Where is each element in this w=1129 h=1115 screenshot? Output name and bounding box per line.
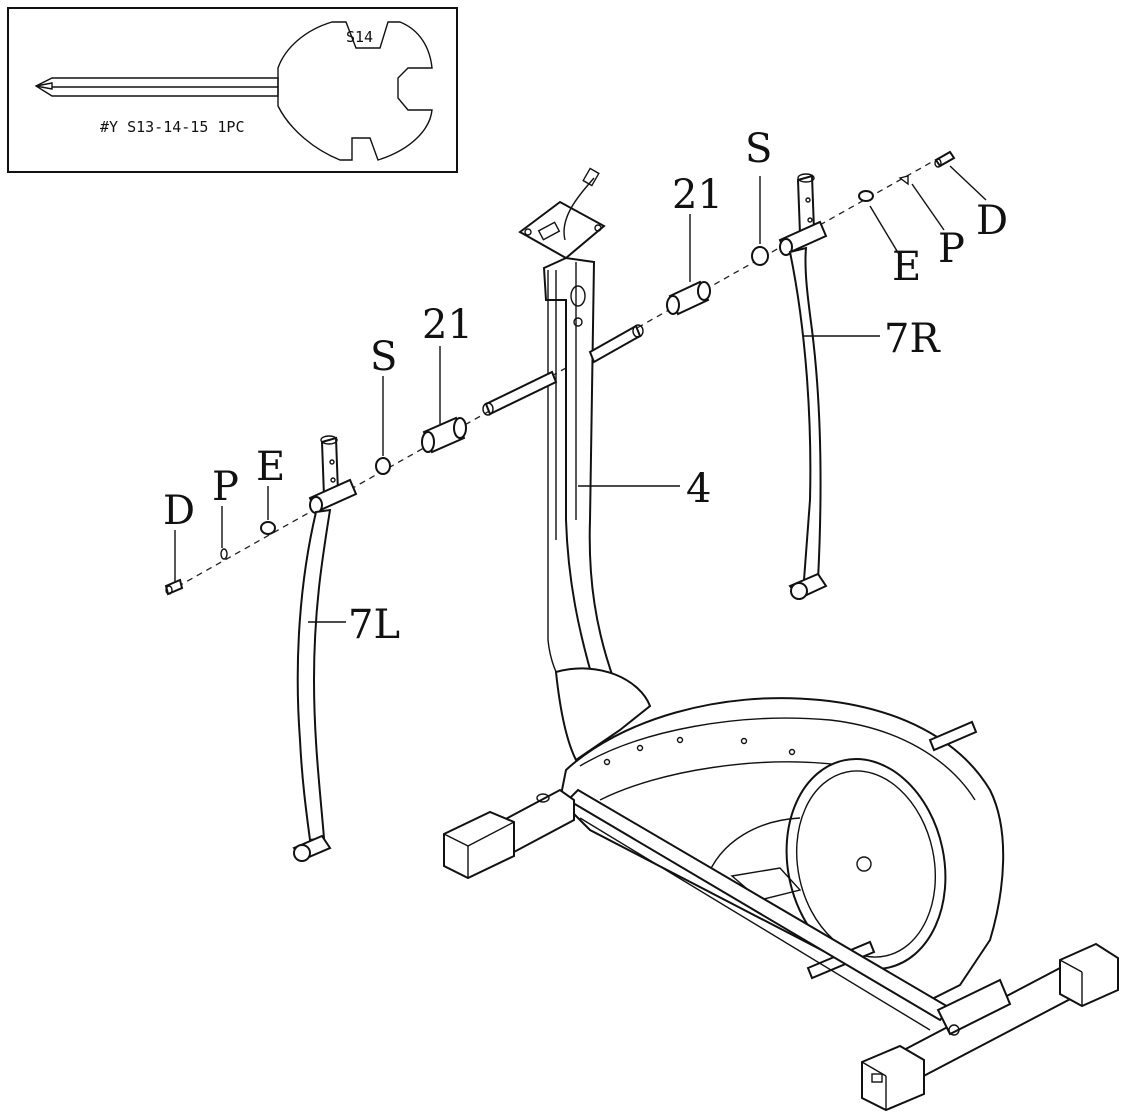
tool-stamp-label: S14	[346, 28, 373, 46]
front-foot-cap	[443, 810, 515, 880]
label-21-right: 21	[672, 172, 723, 218]
label-s-left: S	[370, 334, 397, 380]
wrench-icon	[277, 21, 433, 161]
label-7l: 7L	[348, 602, 400, 648]
handlebar-7l	[292, 435, 358, 862]
flywheel-cover	[785, 758, 947, 970]
upright-post	[482, 167, 644, 692]
tool-inset: S14 #Y S13-14-15 1PC	[7, 7, 458, 173]
label-4: 4	[686, 466, 711, 512]
label-7r: 7R	[884, 316, 941, 362]
assembly-axis-line	[167, 153, 947, 593]
washer-e-right	[858, 190, 874, 202]
rear-foot-cap-left	[861, 1044, 925, 1112]
label-p-right: P	[938, 226, 965, 272]
tool-caption: #Y S13-14-15 1PC	[100, 118, 245, 136]
label-s-right: S	[745, 126, 772, 172]
console-mount-plate	[518, 200, 606, 260]
bolt-d-right	[934, 150, 956, 168]
washer-e-left	[260, 521, 276, 535]
label-d-left: D	[163, 488, 195, 534]
bushing-21-left	[421, 416, 467, 454]
label-21-left: 21	[422, 302, 473, 348]
label-e-right: E	[892, 244, 921, 290]
lock-washer-p-right	[898, 175, 909, 186]
label-d-right: D	[976, 198, 1008, 244]
axle-left	[484, 370, 558, 416]
tool-inset-frame	[7, 7, 458, 173]
handlebar-7r	[778, 173, 828, 600]
washer-s-right	[751, 246, 769, 266]
leader-lines	[174, 165, 987, 623]
lock-washer-p-left	[220, 548, 228, 560]
washer-s-left	[375, 457, 391, 475]
bolt-d-left	[164, 578, 184, 596]
label-e-left: E	[256, 444, 285, 490]
rear-foot-cap-right	[1059, 942, 1119, 1008]
bushing-21-right	[666, 280, 711, 316]
base-frame	[443, 667, 1119, 1112]
screwdriver-icon	[34, 77, 279, 97]
label-p-left: P	[212, 464, 239, 510]
